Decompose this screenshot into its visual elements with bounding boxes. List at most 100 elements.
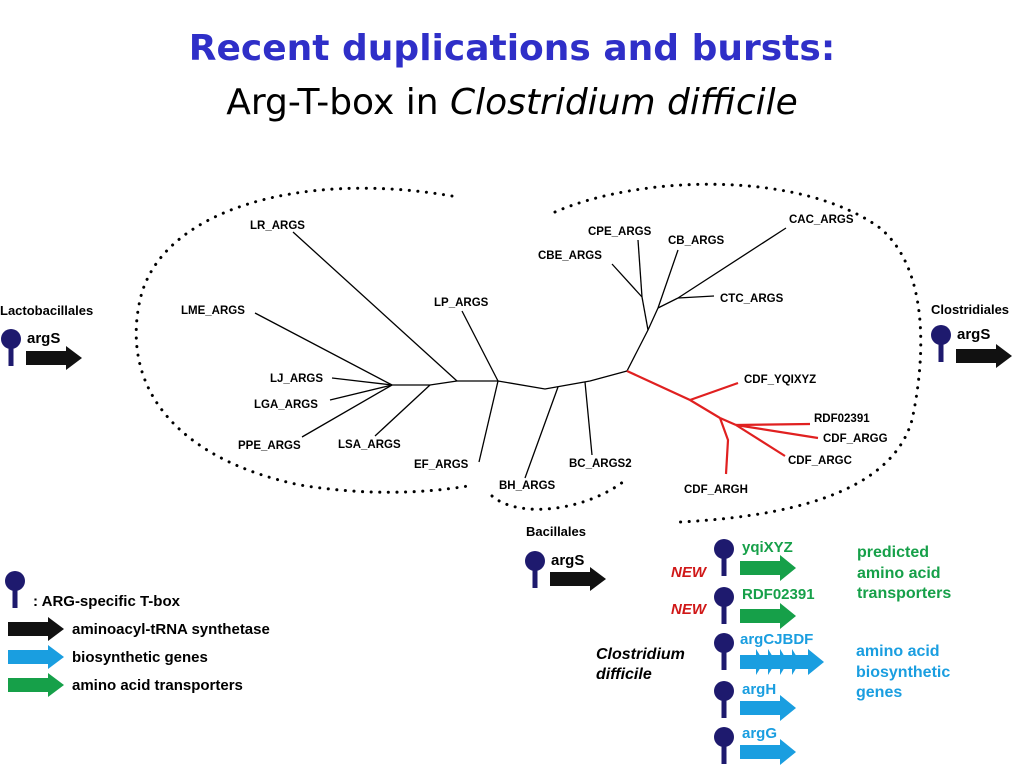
tbox-icon (931, 325, 951, 362)
title-line-2-italic: Clostridium difficile (450, 82, 798, 123)
group-lactobacillales: Lactobacillales (0, 303, 93, 318)
leaf-cdf-argg: CDF_ARGG (823, 433, 888, 445)
lactobacillales-outline (134, 186, 470, 494)
leaf-lp: LP_ARGS (434, 297, 489, 309)
tree-backbone (457, 370, 628, 390)
tbox-icon (714, 727, 734, 764)
branch-ef (478, 380, 499, 463)
leaf-lsa: LSA_ARGS (338, 439, 401, 451)
branch-ppe (301, 384, 393, 438)
group-clostridiales: Clostridiales (931, 302, 1009, 317)
branch-cdf-argg (735, 423, 819, 440)
legend-transporters-label: amino acid transporters (72, 677, 243, 694)
leaf-cac: CAC_ARGS (789, 214, 854, 226)
clost-synthetase-arrow-icon (956, 344, 1012, 368)
branch-bh (524, 386, 559, 479)
legend-transporter-arrow-icon (8, 673, 64, 697)
biosynthetic-note-2: biosynthetic (856, 664, 950, 681)
clostridiales-outline (553, 182, 923, 524)
branch-lga (329, 384, 393, 401)
legend-biosynthetic-label: biosynthetic genes (72, 649, 208, 666)
biosynthetic-arrow-icon (740, 695, 796, 721)
red-inner (719, 416, 737, 427)
branch-cdf-yqixyz (689, 381, 739, 402)
tree-lacto-backbone (392, 380, 458, 386)
phylogenetic-tree (254, 227, 787, 479)
lacto-gene-label: argS (27, 330, 60, 347)
leaf-lga: LGA_ARGS (254, 399, 318, 411)
tbox-icon (1, 329, 21, 366)
leaf-cbe: CBE_ARGS (538, 250, 602, 262)
gene-label-rdf: RDF02391 (742, 586, 815, 603)
leaf-ppe: PPE_ARGS (238, 440, 301, 452)
bacil-synthetase-arrow-icon (550, 567, 606, 591)
leaf-bc2: BC_ARGS2 (569, 458, 632, 470)
clost-gene-label: argS (957, 326, 990, 343)
gene-label-argg: argG (742, 725, 777, 742)
transporters-note-1: predicted (857, 544, 929, 561)
branch-rdf (735, 422, 811, 427)
transporters-note-3: transporters (857, 585, 951, 602)
leaf-lj: LJ_ARGS (270, 373, 323, 385)
legend-biosynthetic-arrow-icon (8, 645, 64, 669)
leaf-cdf-argc: CDF_ARGC (788, 455, 852, 467)
tbox-icon (714, 681, 734, 718)
biosynthetic-note-3: genes (856, 684, 902, 701)
new-label-rdf: NEW (671, 601, 708, 618)
cdf-clade (626, 370, 819, 475)
leaf-ef: EF_ARGS (414, 459, 469, 471)
leaf-ctc: CTC_ARGS (720, 293, 784, 305)
legend-synthetase-label: aminoacyl-tRNA synthetase (72, 621, 270, 638)
leaf-cdf-yqixyz: CDF_YQIXYZ (744, 374, 816, 386)
leaf-cdf-argh: CDF_ARGH (684, 484, 748, 496)
leaf-cpe: CPE_ARGS (588, 226, 652, 238)
branch-cpe-cbe (641, 296, 649, 331)
branch-cpe (637, 239, 643, 298)
legend: : ARG-specific T-box aminoacyl-tRNA synt… (5, 571, 270, 697)
biosynthetic-note-1: amino acid (856, 643, 940, 660)
lacto-synthetase-arrow-icon (26, 346, 82, 370)
branch-bc2 (584, 381, 593, 456)
legend-tbox-label: : ARG-specific T-box (33, 593, 181, 610)
leaf-lme: LME_ARGS (181, 305, 245, 317)
leaf-rdf: RDF02391 (814, 413, 870, 425)
branch-cac-ctc (657, 297, 679, 309)
leaf-cb: CB_ARGS (668, 235, 725, 247)
branch-cdf-argc (735, 424, 786, 457)
operon-arrow-icon (740, 649, 824, 675)
transporter-arrow-icon (740, 603, 796, 629)
branch-lp (461, 310, 499, 382)
branch-ctc (677, 295, 715, 299)
transporters-note-2: amino acid (857, 565, 941, 582)
title-line-2-plain: Arg-T-box in (226, 82, 450, 123)
leaf-bh: BH_ARGS (499, 480, 556, 492)
title-line-2: Arg-T-box in Clostridium difficile (226, 82, 798, 123)
branch-lme (254, 312, 393, 386)
tbox-icon (714, 587, 734, 624)
branch-lj (331, 377, 393, 386)
branch-cb (657, 249, 679, 309)
cdiff-cluster: Clostridium difficile NEW NEW yqiXYZ RDF… (596, 539, 951, 765)
cdiff-organism-line-1: Clostridium (596, 646, 685, 663)
branch-cac (677, 227, 787, 299)
new-label-yqixyz: NEW (671, 564, 708, 581)
branch-clost-stem (626, 307, 659, 372)
tbox-icon (714, 539, 734, 576)
branch-lr (292, 231, 458, 382)
biosynthetic-arrow-icon (740, 739, 796, 765)
tbox-icon (525, 551, 545, 588)
legend-synthetase-arrow-icon (8, 617, 64, 641)
legend-tbox-icon (5, 571, 25, 608)
leaf-lr: LR_ARGS (250, 220, 305, 232)
tbox-icon (714, 633, 734, 670)
bacillales-outline (490, 476, 630, 511)
branch-cdf-argh (718, 417, 730, 475)
group-bacillales: Bacillales (526, 524, 586, 539)
gene-label-argh: argH (742, 681, 776, 698)
title-line-1: Recent duplications and bursts: (189, 28, 835, 69)
bacil-gene-label: argS (551, 552, 584, 569)
transporter-arrow-icon (740, 555, 796, 581)
gene-label-argcjbdf: argCJBDF (740, 631, 813, 648)
branch-lsa (374, 384, 431, 437)
